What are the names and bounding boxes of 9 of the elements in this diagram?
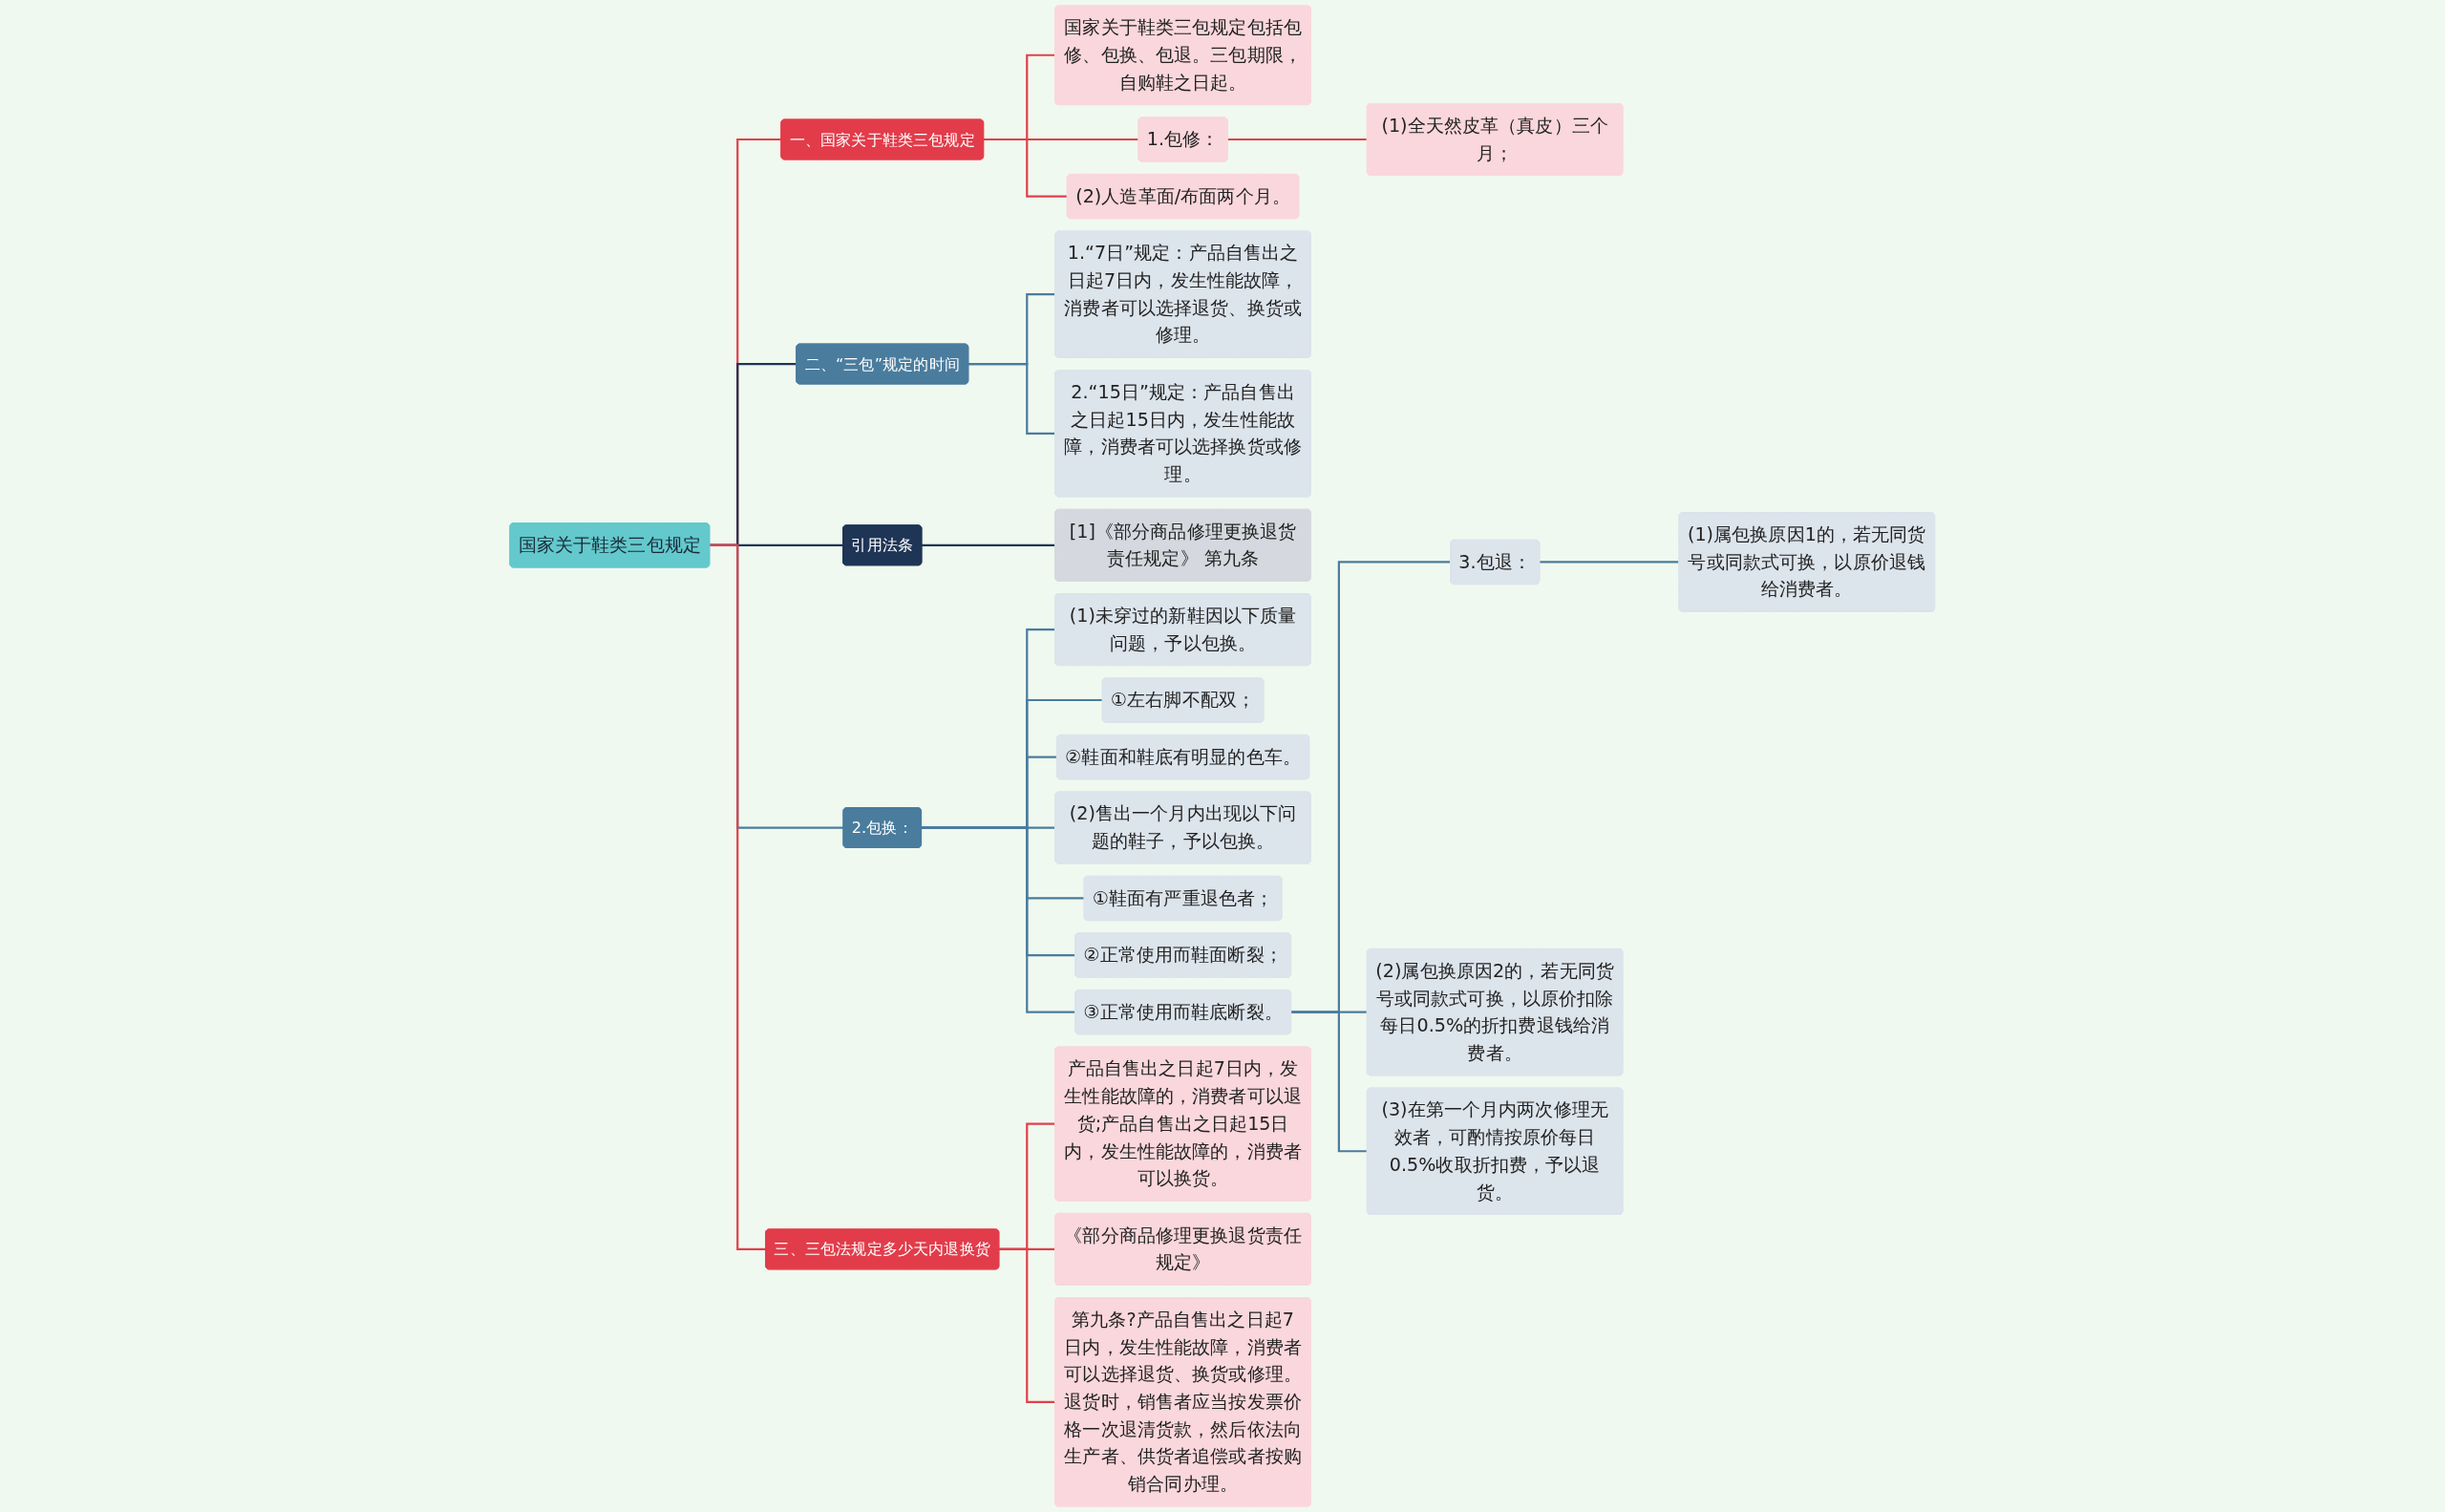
connector — [999, 1247, 1055, 1403]
connector — [1540, 561, 1680, 564]
connector — [1227, 138, 1368, 141]
connector — [1290, 1011, 1368, 1153]
connector — [922, 543, 1055, 546]
connector — [921, 826, 1075, 1013]
connector — [710, 543, 766, 1250]
connector — [968, 362, 1055, 435]
connector — [983, 138, 1068, 198]
